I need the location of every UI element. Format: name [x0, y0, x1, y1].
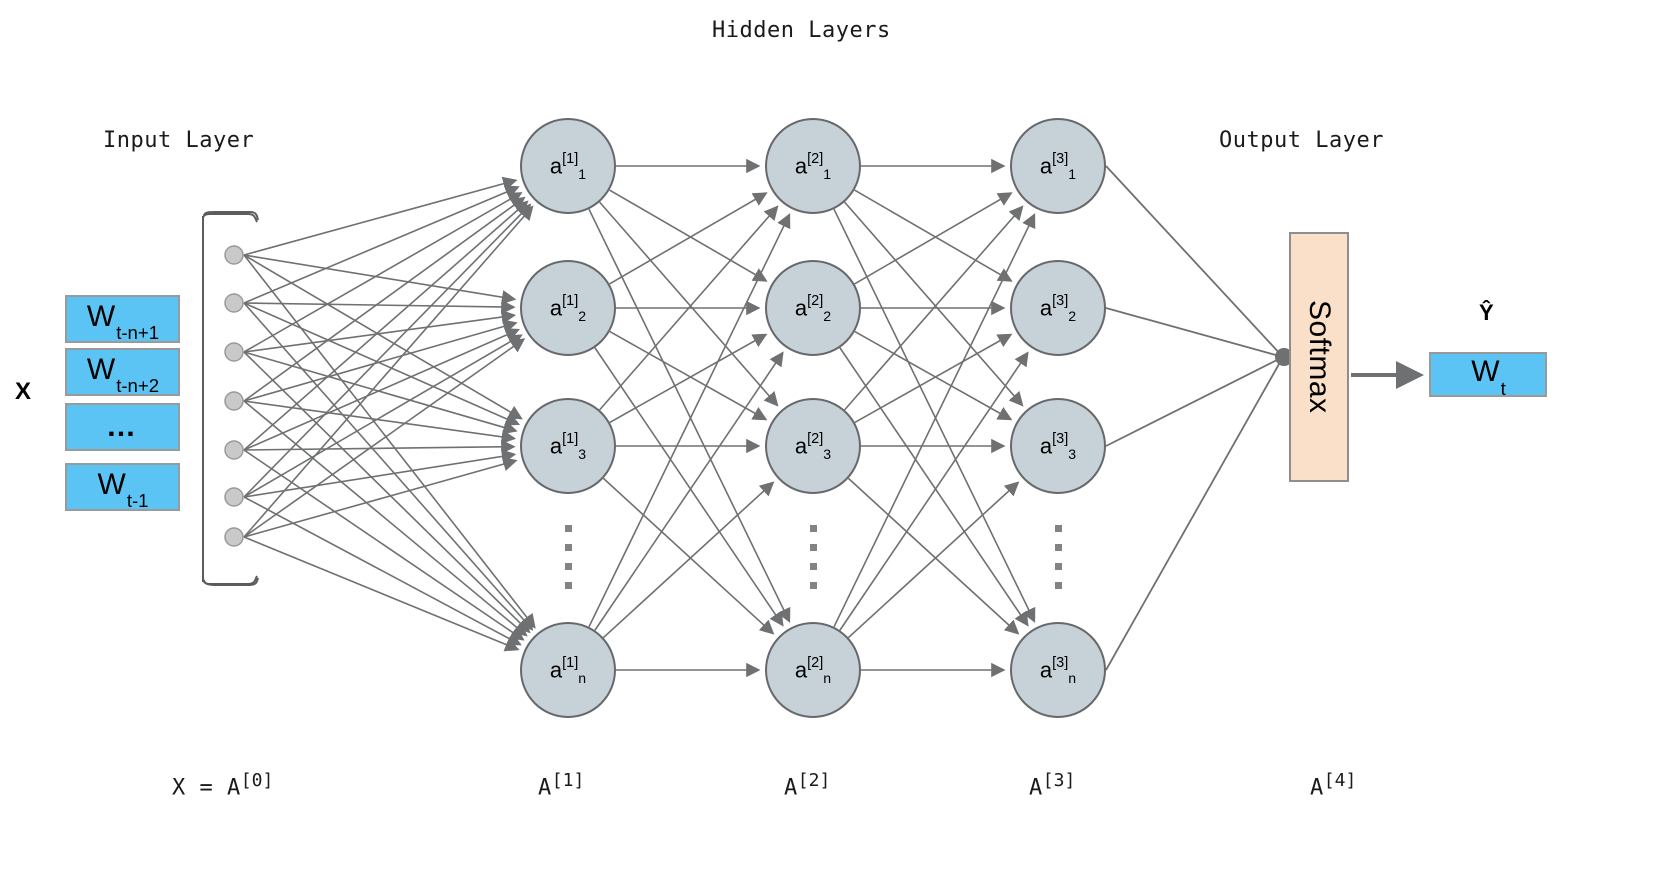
- ellipsis-l1: [565, 525, 572, 589]
- edge: [243, 196, 526, 402]
- edge: [602, 481, 775, 639]
- neuron-l3-n: a[3]n: [1010, 622, 1106, 718]
- edge: [243, 185, 520, 304]
- edge-to-softmax: [1105, 356, 1284, 447]
- edge: [588, 208, 791, 623]
- edge: [243, 302, 534, 631]
- edge: [243, 254, 523, 420]
- edge: [854, 192, 1013, 285]
- neuron-l3-1: a[3]1: [1010, 118, 1106, 214]
- edge: [243, 254, 536, 629]
- yhat-label: Ŷ: [1479, 300, 1494, 325]
- edge: [243, 449, 525, 641]
- edge: [243, 351, 518, 435]
- edge: [602, 477, 775, 635]
- edge: [243, 400, 528, 637]
- input-box-1: Wt-n+2: [65, 348, 180, 396]
- edge: [844, 205, 1024, 411]
- neuron-l2-2: a[2]2: [765, 260, 861, 356]
- title-input-layer: Input Layer: [103, 128, 255, 153]
- input-node-3: [224, 391, 244, 411]
- input-node-1: [224, 293, 244, 313]
- bottom-label-a1: A[1]: [538, 770, 585, 801]
- edge: [243, 302, 521, 426]
- bottom-label-a3: A[3]: [1029, 770, 1076, 801]
- edge: [588, 213, 791, 628]
- edge: [839, 351, 1029, 631]
- bottom-label-a2: A[2]: [784, 770, 831, 801]
- edge: [243, 309, 517, 353]
- edge: [243, 192, 523, 353]
- input-node-2: [224, 342, 244, 362]
- softmax-label: Softmax: [1303, 300, 1336, 414]
- edge: [854, 333, 1013, 424]
- input-node-4: [224, 440, 244, 460]
- input-vector-label: X: [15, 378, 32, 405]
- ellipsis-l3: [1055, 525, 1062, 589]
- neuron-l3-2: a[3]2: [1010, 260, 1106, 356]
- input-node-6: [224, 527, 244, 547]
- edge: [243, 319, 518, 402]
- edge: [243, 351, 531, 634]
- neuron-l1-2: a[1]2: [520, 260, 616, 356]
- edge: [243, 299, 516, 315]
- edge: [594, 351, 784, 631]
- neuron-l1-n: a[1]n: [520, 622, 616, 718]
- edge: [243, 203, 532, 498]
- neuron-l1-1: a[1]1: [520, 118, 616, 214]
- edge: [243, 176, 518, 256]
- edge: [243, 254, 517, 305]
- edge: [847, 477, 1020, 635]
- edge: [243, 496, 522, 646]
- edge: [844, 201, 1024, 407]
- neuron-l3-3: a[3]3: [1010, 398, 1106, 494]
- edge: [243, 205, 534, 538]
- neuron-l1-3: a[1]3: [520, 398, 616, 494]
- neuron-l2-1: a[2]1: [765, 118, 861, 214]
- input-node-0: [224, 245, 244, 265]
- edge: [609, 189, 768, 282]
- output-box-wt: Wt: [1429, 352, 1547, 397]
- neuron-l2-n: a[2]n: [765, 622, 861, 718]
- edge: [839, 347, 1029, 627]
- edge: [833, 213, 1036, 628]
- edge: [854, 330, 1013, 421]
- bottom-label-a0: X = A[0]: [172, 770, 274, 801]
- edge: [243, 536, 520, 652]
- edge: [243, 400, 517, 444]
- edge: [243, 334, 523, 498]
- input-node-5: [224, 487, 244, 507]
- edge: [609, 333, 768, 424]
- edge: [243, 449, 517, 498]
- edge: [243, 338, 526, 538]
- edge: [847, 481, 1020, 639]
- edge: [243, 457, 518, 538]
- edge: [599, 201, 779, 407]
- edge: [854, 189, 1013, 282]
- title-hidden-layers: Hidden Layers: [712, 18, 891, 43]
- title-output-layer: Output Layer: [1219, 128, 1384, 153]
- edge: [609, 192, 768, 285]
- bottom-label-a4: A[4]: [1310, 770, 1357, 801]
- edge: [243, 200, 529, 451]
- neuron-l2-3: a[2]3: [765, 398, 861, 494]
- input-box-0: Wt-n+1: [65, 295, 180, 343]
- edge: [594, 347, 784, 627]
- edge-to-softmax: [1105, 165, 1284, 358]
- edge: [833, 208, 1036, 623]
- softmax-block: Softmax: [1289, 232, 1349, 482]
- edge: [609, 330, 768, 421]
- edge: [243, 439, 516, 455]
- edge-to-softmax: [1105, 356, 1284, 671]
- input-box-ellipsis: …: [65, 403, 180, 451]
- edge: [599, 205, 779, 411]
- edge-to-softmax: [1105, 307, 1284, 358]
- ellipsis-l2: [810, 525, 817, 589]
- input-box-3: Wt-1: [65, 463, 180, 511]
- edge: [243, 328, 521, 451]
